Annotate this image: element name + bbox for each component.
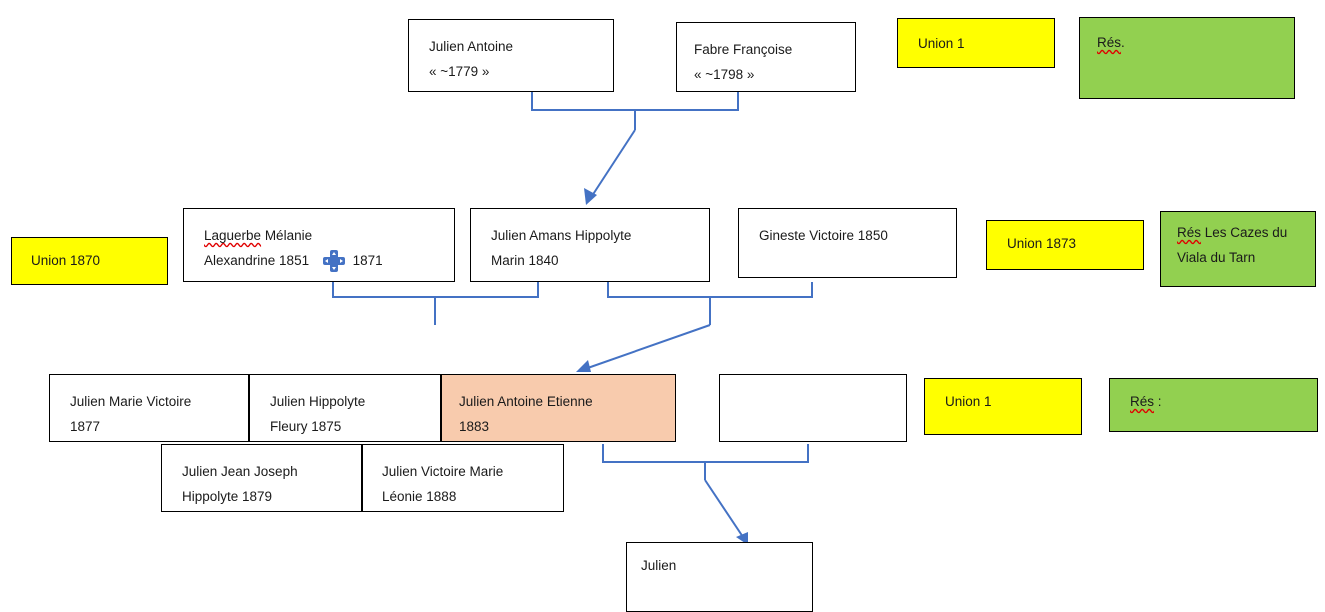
person-name: Julien Antoine Etienne bbox=[459, 394, 593, 409]
person-name: Julien Hippolyte bbox=[270, 394, 366, 409]
child-julien-jean-joseph-hippolyte[interactable]: Julien Jean Joseph Hippolyte 1879 bbox=[161, 444, 362, 512]
person-name: Julien bbox=[641, 558, 677, 573]
person-date: 1883 bbox=[459, 419, 490, 434]
person-name: Laguerbe Mélanie bbox=[204, 228, 313, 243]
bracket-gen2-right bbox=[607, 282, 813, 325]
arrow-gen2-to-gen3 bbox=[581, 324, 711, 371]
person-name: Julien Antoine bbox=[429, 39, 514, 54]
child-julien-hippolyte-fleury[interactable]: Julien Hippolyte Fleury 1875 bbox=[249, 374, 441, 442]
union-label: Union 1873 bbox=[1007, 236, 1077, 251]
person-name: Gineste Victoire 1850 bbox=[759, 228, 888, 243]
residence-label: Rés. bbox=[1097, 35, 1125, 50]
person-julien-antoine[interactable]: Julien Antoine « ~1779 » bbox=[408, 19, 614, 92]
residence-label: Rés : bbox=[1130, 394, 1162, 409]
person-date: « ~1798 » bbox=[694, 67, 755, 82]
bracket-gen1 bbox=[531, 91, 739, 130]
person-date: Fleury 1875 bbox=[270, 419, 342, 434]
person-date: Léonie 1888 bbox=[382, 489, 457, 504]
residence-box-gen2[interactable]: Rés Les Cazes du Viala du Tarn bbox=[1160, 211, 1316, 287]
arrowhead-gen3 bbox=[736, 532, 748, 545]
residence-line-1: Rés Les Cazes du bbox=[1177, 225, 1288, 240]
spouse-empty-box[interactable] bbox=[719, 374, 907, 442]
person-laguerbe-melanie[interactable]: Laguerbe Mélanie Alexandrine 1851 1871 bbox=[183, 208, 455, 282]
arrow-gen3-to-gen4 bbox=[704, 479, 746, 541]
person-date: 1877 bbox=[70, 419, 101, 434]
person-name: Julien Victoire Marie bbox=[382, 464, 504, 479]
residence-line-2: Viala du Tarn bbox=[1177, 250, 1256, 265]
arrowhead-gen2 bbox=[576, 360, 591, 372]
union-box-1873[interactable]: Union 1873 bbox=[986, 220, 1144, 270]
child-julien-victoire-marie-leonie[interactable]: Julien Victoire Marie Léonie 1888 bbox=[362, 444, 564, 512]
union-label: Union 1 bbox=[945, 394, 992, 409]
arrowhead-gen1 bbox=[584, 188, 597, 205]
death-year: 1871 bbox=[352, 253, 383, 268]
bracket-gen3 bbox=[602, 444, 809, 480]
union-box-gen1[interactable]: Union 1 bbox=[897, 18, 1055, 68]
child-julien-marie-victoire[interactable]: Julien Marie Victoire 1877 bbox=[49, 374, 249, 442]
person-date: Hippolyte 1879 bbox=[182, 489, 273, 504]
union-label: Union 1 bbox=[918, 36, 965, 51]
person-julien-amans-hippolyte[interactable]: Julien Amans Hippolyte Marin 1840 bbox=[470, 208, 710, 282]
residence-box-gen1[interactable]: Rés. bbox=[1079, 17, 1295, 99]
person-name: Fabre Françoise bbox=[694, 42, 793, 57]
person-date: « ~1779 » bbox=[429, 64, 490, 79]
person-fabre-francoise[interactable]: Fabre Françoise « ~1798 » bbox=[676, 22, 856, 92]
person-date: Alexandrine 1851 1871 bbox=[204, 248, 454, 273]
union-label: Union 1870 bbox=[31, 253, 101, 268]
union-box-gen3[interactable]: Union 1 bbox=[924, 378, 1082, 435]
cross-icon bbox=[322, 250, 345, 273]
child-julien-antoine-etienne[interactable]: Julien Antoine Etienne 1883 bbox=[441, 374, 676, 442]
person-date: Marin 1840 bbox=[491, 253, 559, 268]
arrow-gen1-to-gen2 bbox=[589, 129, 636, 200]
union-box-1870[interactable]: Union 1870 bbox=[11, 237, 168, 285]
person-name: Julien Marie Victoire bbox=[70, 394, 192, 409]
person-julien-gen4[interactable]: Julien bbox=[626, 542, 813, 612]
person-gineste-victoire[interactable]: Gineste Victoire 1850 bbox=[738, 208, 957, 278]
person-name: Julien Amans Hippolyte bbox=[491, 228, 632, 243]
bracket-gen2-left bbox=[332, 282, 539, 325]
person-name: Julien Jean Joseph bbox=[182, 464, 298, 479]
residence-box-gen3[interactable]: Rés : bbox=[1109, 378, 1318, 432]
